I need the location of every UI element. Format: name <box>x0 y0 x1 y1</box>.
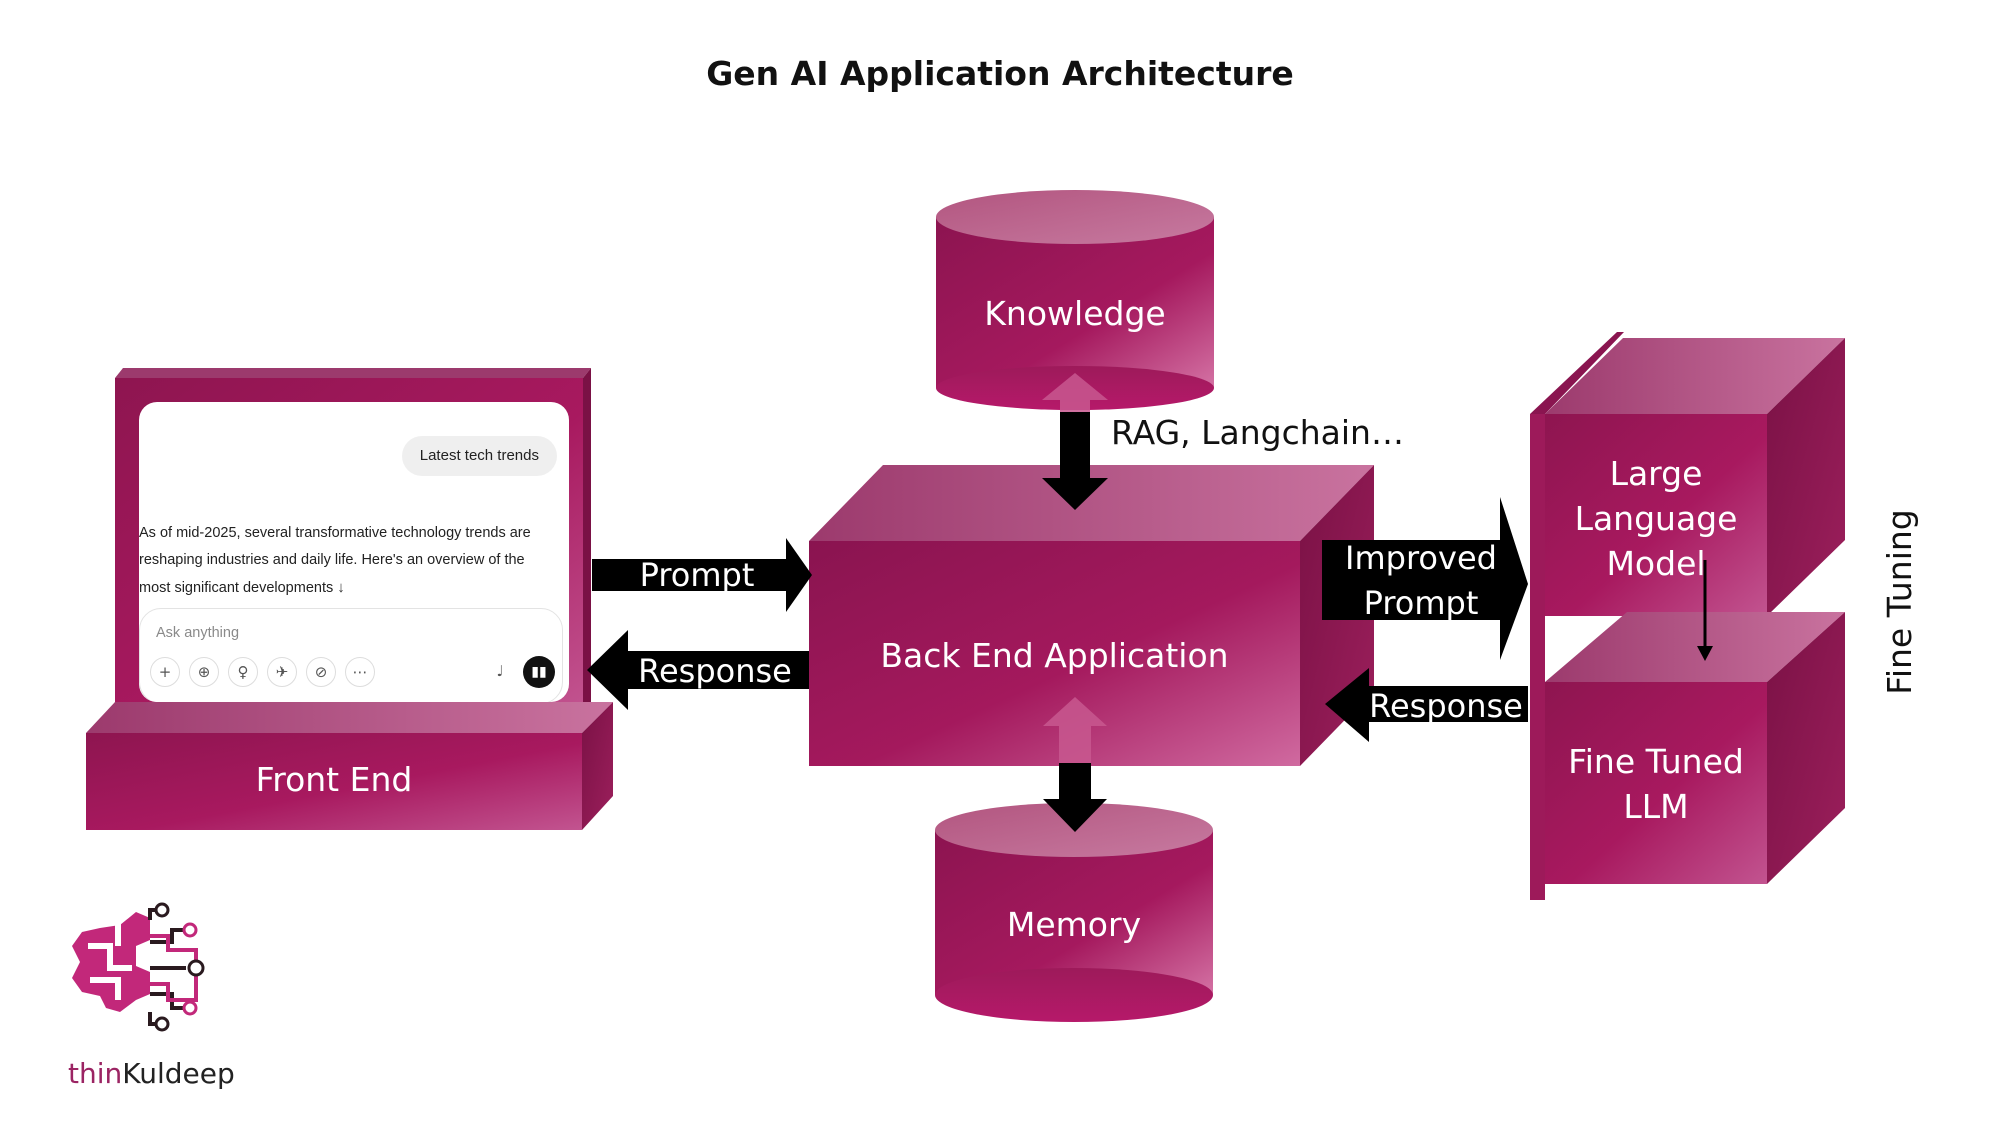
rag-label: RAG, Langchain… <box>1111 413 1404 452</box>
microphone-icon[interactable]: ♩ <box>496 662 504 680</box>
back-end-label: Back End Application <box>880 636 1229 675</box>
brand-text: thin <box>68 1057 123 1090</box>
telescope-icon[interactable]: ✈ <box>267 657 297 687</box>
user-message-bubble: Latest tech trends <box>401 436 557 476</box>
chat-composer[interactable]: Ask anything + ⊕ ♀ ✈ ⊘ ⋯ ♩ ▮▮ <box>139 608 563 702</box>
knowledge-cylinder <box>936 190 1214 410</box>
response-right-arrow <box>1325 668 1528 742</box>
knowledge-label: Knowledge <box>984 294 1166 333</box>
llm-label-line: Model <box>1606 544 1706 583</box>
memory-label: Memory <box>1006 905 1142 944</box>
fine-tuning-label: Fine Tuning <box>1880 509 1919 695</box>
back-end-block <box>809 465 1374 766</box>
prompt-label: Prompt <box>639 556 755 594</box>
composer-toolbar: + ⊕ ♀ ✈ ⊘ ⋯ ♩ ▮▮ <box>150 656 555 691</box>
voice-mode-icon[interactable]: ▮▮ <box>523 656 555 688</box>
brand-text-rest: uldeep <box>139 1057 235 1090</box>
fine-tuned-label-line: LLM <box>1623 787 1689 826</box>
diagram-title: Gen AI Application Architecture <box>706 54 1294 93</box>
improved-prompt-arrow <box>1322 497 1528 660</box>
assistant-line: As of mid-2025, several transformative t… <box>139 525 531 541</box>
fine-tuned-label-line: Fine Tuned <box>1568 742 1744 781</box>
rag-arrow <box>1042 373 1108 510</box>
prompt-arrow <box>592 538 812 612</box>
response-right-label: Response <box>1369 687 1523 725</box>
more-icon[interactable]: ⋯ <box>345 657 375 687</box>
plus-icon[interactable]: + <box>150 657 180 687</box>
memory-arrow <box>1043 697 1107 832</box>
llm-label-line: Language <box>1574 499 1738 538</box>
lightbulb-icon[interactable]: ♀ <box>228 657 258 687</box>
ask-input-placeholder[interactable]: Ask anything <box>156 625 240 641</box>
improved-prompt-label-line: Improved <box>1345 539 1497 577</box>
assistant-message: As of mid-2025, several transformative t… <box>139 520 549 602</box>
chat-screen: Latest tech trends As of mid-2025, sever… <box>139 402 569 702</box>
image-edit-icon[interactable]: ⊘ <box>306 657 336 687</box>
assistant-line-text: most significant developments <box>139 580 334 596</box>
assistant-line: most significant developments↓ <box>139 574 549 602</box>
llm-stack <box>1530 332 1845 900</box>
brain-circuit-logo <box>72 902 205 1032</box>
scroll-down-icon[interactable]: ↓ <box>337 579 345 596</box>
brand-wordmark: thinKuldeep <box>68 1057 235 1090</box>
fine-tuning-arrow <box>1697 560 1713 661</box>
response-left-label: Response <box>638 652 792 690</box>
improved-prompt-label-line: Prompt <box>1363 584 1479 622</box>
globe-icon[interactable]: ⊕ <box>189 657 219 687</box>
brand-k: K <box>122 1057 140 1090</box>
front-end-label: Front End <box>255 760 413 799</box>
memory-cylinder <box>935 803 1213 1022</box>
front-end-block <box>86 702 613 830</box>
llm-label-line: Large <box>1609 454 1703 493</box>
assistant-line: reshaping industries and daily life. Her… <box>139 552 525 568</box>
response-left-arrow <box>587 630 809 710</box>
